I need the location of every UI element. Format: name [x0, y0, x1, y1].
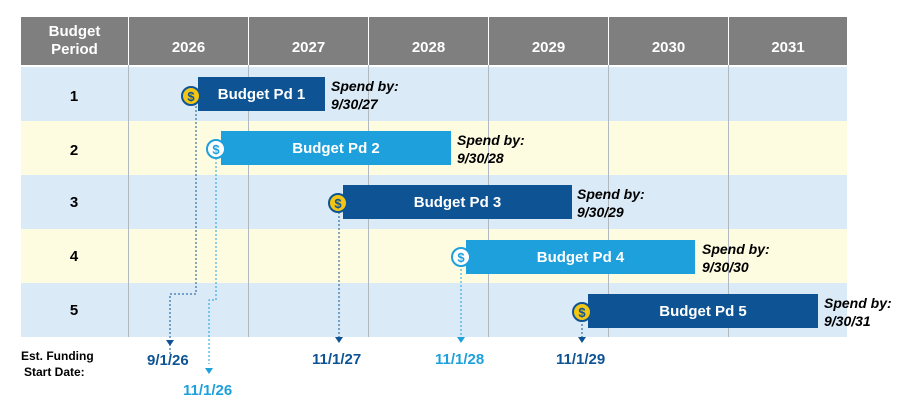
spend-by-text: Spend by:	[331, 78, 399, 94]
grid-line	[128, 65, 129, 337]
spend-by-label-2: Spend by: 9/30/28	[457, 131, 525, 167]
spend-by-label-3: Spend by: 9/30/29	[577, 185, 645, 221]
row-label-3: 3	[69, 193, 79, 211]
spend-by-label-4: Spend by: 9/30/30	[702, 240, 770, 276]
arrowhead-2	[205, 368, 213, 374]
spend-by-label-5: Spend by: 9/30/31	[824, 294, 892, 330]
dollar-coin-icon: $	[572, 302, 592, 322]
row-label-2: 2	[69, 141, 79, 159]
header-year-2029: 2029	[488, 17, 608, 65]
footer-line2: Start Date:	[24, 365, 85, 379]
grid-line	[728, 65, 729, 337]
row-label-1: 1	[69, 87, 79, 105]
spend-by-date: 9/30/28	[457, 150, 504, 166]
funding-date-2: 11/1/26	[183, 382, 233, 399]
budget-bar-4: Budget Pd 4	[466, 240, 695, 274]
header-period-line1: Budget	[48, 23, 101, 40]
connector-1	[169, 102, 197, 358]
row-4-background	[21, 229, 847, 283]
spend-by-date: 9/30/30	[702, 259, 749, 275]
arrowhead-5	[578, 337, 586, 343]
spend-by-text: Spend by:	[824, 295, 892, 311]
funding-date-3: 11/1/27	[312, 351, 362, 368]
dollar-coin-icon: $	[451, 247, 471, 267]
grid-line	[248, 65, 249, 337]
header-year-2031: 2031	[728, 17, 847, 65]
row-1-background	[21, 67, 847, 121]
dollar-coin-icon: $	[181, 86, 201, 106]
funding-date-1: 9/1/26	[147, 352, 189, 369]
grid-line	[608, 65, 609, 337]
header-period-line2: Period	[51, 41, 98, 58]
spend-by-text: Spend by:	[457, 132, 525, 148]
header-year-2026: 2026	[128, 17, 248, 65]
spend-by-date: 9/30/29	[577, 204, 624, 220]
funding-date-4: 11/1/28	[435, 351, 485, 368]
row-label-5: 5	[69, 301, 79, 319]
row-label-4: 4	[69, 247, 79, 265]
spend-by-label-1: Spend by: 9/30/27	[331, 77, 399, 113]
budget-bar-3: Budget Pd 3	[343, 185, 572, 219]
dollar-coin-icon: $	[328, 193, 348, 213]
spend-by-date: 9/30/31	[824, 313, 871, 329]
spend-by-text: Spend by:	[702, 241, 770, 257]
connector-2	[208, 158, 217, 364]
footer-line1: Est. Funding	[21, 349, 94, 363]
header-year-2028: 2028	[368, 17, 488, 65]
header-year-2027: 2027	[248, 17, 368, 65]
est-funding-start-label: Est. Funding Start Date:	[21, 348, 94, 380]
dollar-coin-icon: $	[206, 139, 226, 159]
spend-by-text: Spend by:	[577, 186, 645, 202]
arrowhead-1	[166, 340, 174, 346]
spend-by-date: 9/30/27	[331, 96, 378, 112]
budget-bar-2: Budget Pd 2	[221, 131, 451, 165]
header-year-2030: 2030	[608, 17, 728, 65]
budget-bar-1: Budget Pd 1	[198, 77, 325, 111]
arrowhead-3	[335, 337, 343, 343]
budget-bar-5: Budget Pd 5	[588, 294, 818, 328]
arrowhead-4	[457, 337, 465, 343]
funding-date-5: 11/1/29	[556, 351, 606, 368]
